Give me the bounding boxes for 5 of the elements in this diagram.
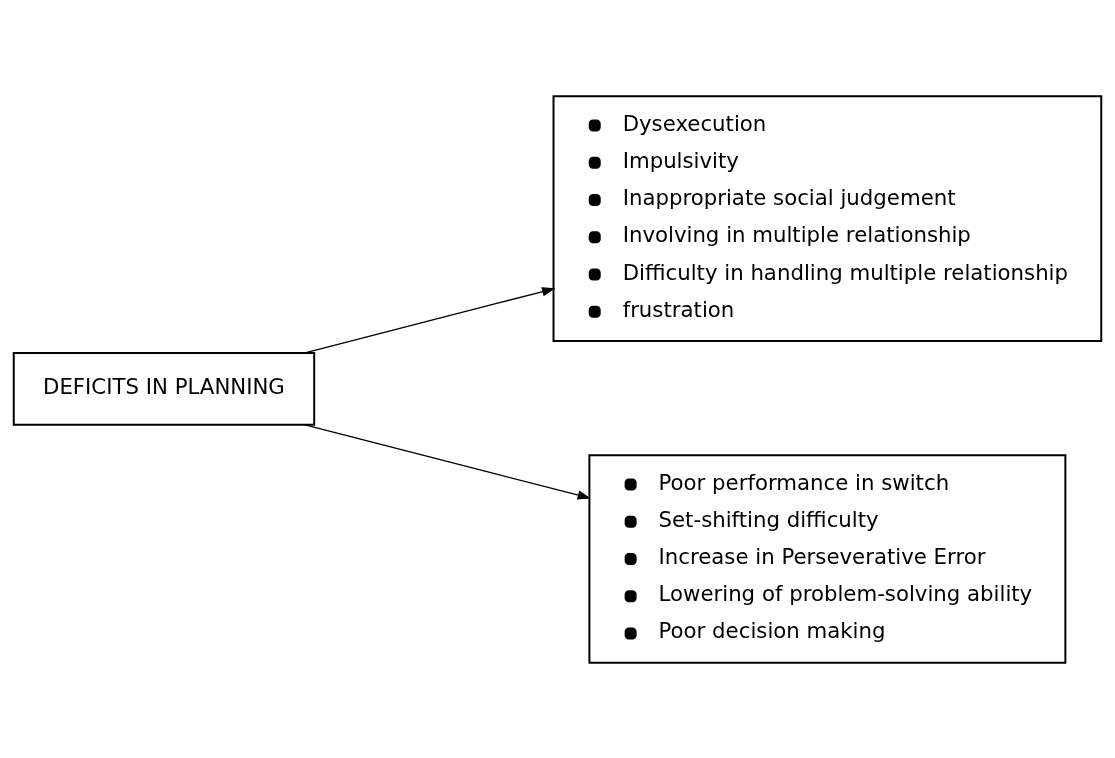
arrow <box>304 286 556 353</box>
node-box: DEFICITS IN PLANNING <box>12 351 316 426</box>
arrow <box>304 423 591 500</box>
node-box: Dysexecution Impulsivity Inappropriate social judgement Involving in multiple relationship Difficulty in handling multiple relationship frustration <box>552 94 1103 342</box>
node-box: Poor performance in switch Set-shifting difficulty Increase in Perseverative Error Lowering of problem-solving ability Poor decision making <box>588 453 1067 664</box>
